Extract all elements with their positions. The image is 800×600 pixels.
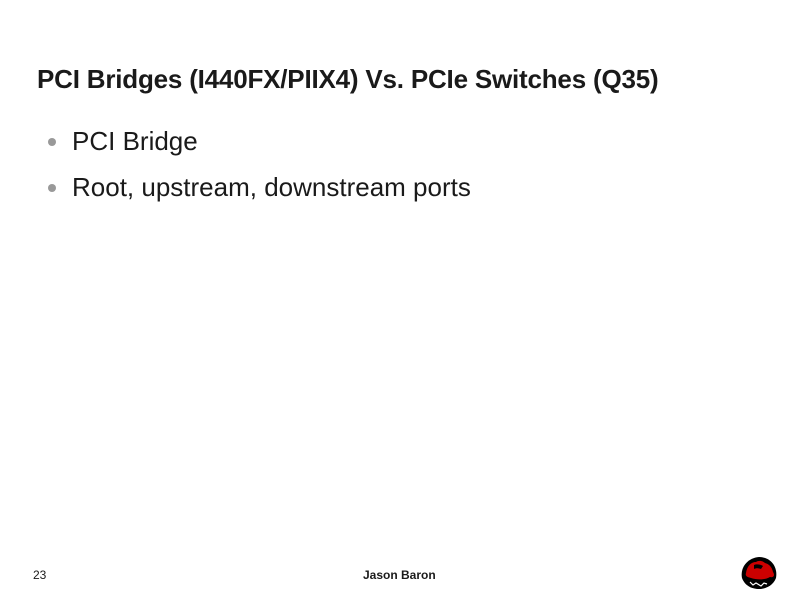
slide-title: PCI Bridges (I440FX/PIIX4) Vs. PCIe Swit… [37, 64, 659, 94]
bullet-text: PCI Bridge [72, 126, 198, 156]
footer-author: Jason Baron [363, 568, 436, 582]
bullet-dot-icon [48, 184, 56, 192]
bullet-list: PCI Bridge Root, upstream, downstream po… [48, 118, 471, 210]
bullet-text: Root, upstream, downstream ports [72, 172, 471, 202]
bullet-item: Root, upstream, downstream ports [48, 164, 471, 210]
page-number: 23 [33, 568, 47, 582]
red-hat-logo-icon [739, 554, 779, 590]
bullet-item: PCI Bridge [48, 118, 471, 164]
bullet-dot-icon [48, 138, 56, 146]
